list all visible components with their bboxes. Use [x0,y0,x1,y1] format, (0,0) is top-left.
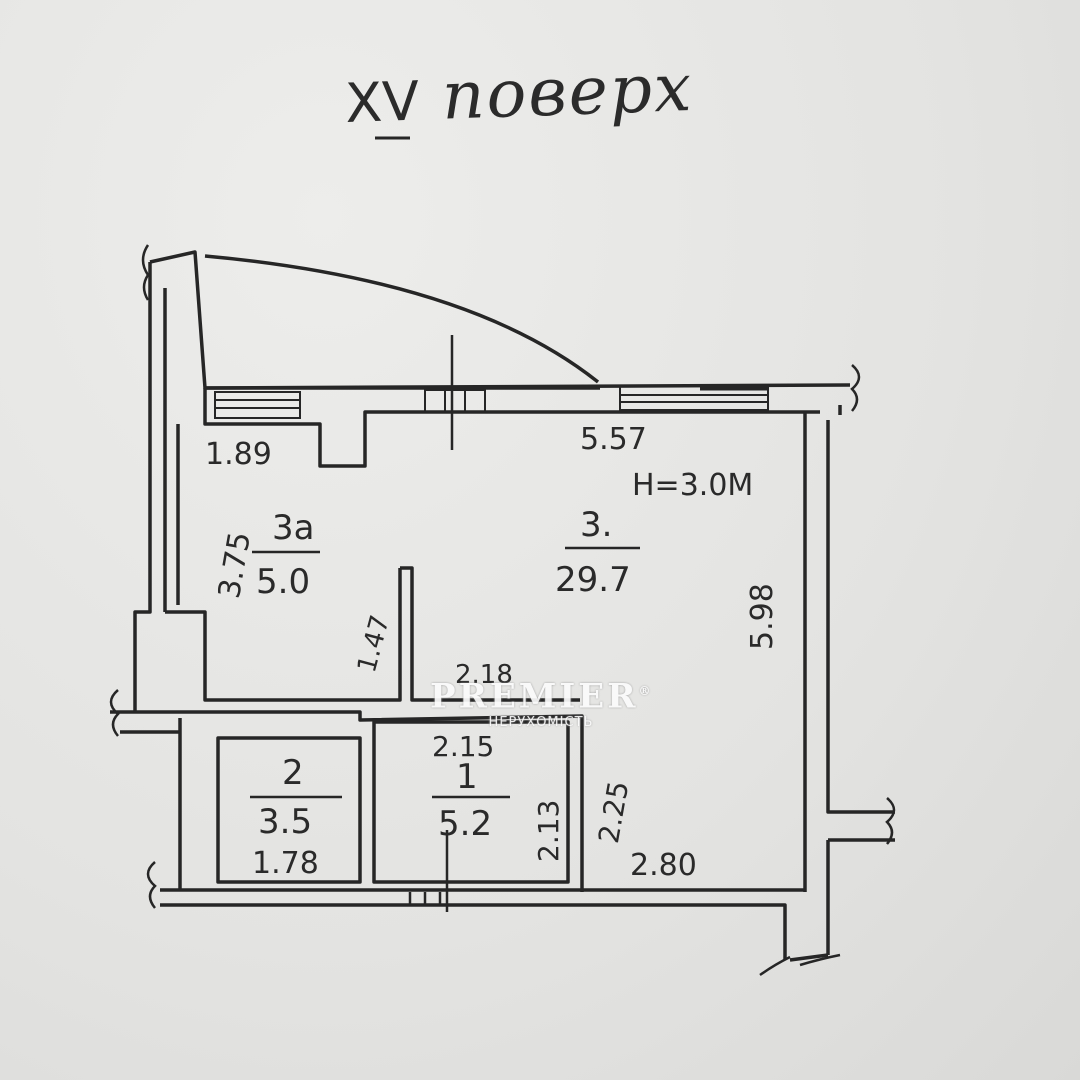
balcony-arc [204,254,600,384]
room-2-area: 3.5 [258,802,313,842]
room-1-area: 5.2 [438,804,493,844]
top-windows [214,385,769,419]
right-wall-outer [826,405,895,842]
dim-1-78: 1.78 [252,846,319,881]
bottom-wall [160,718,829,962]
dim-5-57: 5.57 [580,422,647,457]
left-outer-wall [133,262,152,712]
dim-2-13: 2.13 [532,799,565,862]
room-2-number: 2 [282,753,304,793]
dim-1-89: 1.89 [205,437,272,472]
room-3-area: 29.7 [555,560,631,600]
partition-3a [165,566,580,702]
room-1-number: 1 [456,757,478,797]
room-3-number: 3. [580,505,613,545]
dim-2-15: 2.15 [432,730,495,763]
dim-2-80: 2.80 [630,848,697,883]
dim-2-18: 2.18 [455,660,513,690]
dim-5-98: 5.98 [745,583,780,650]
top-wall-inner [176,388,820,605]
room-2-walls [216,736,362,884]
ceiling-height: H=3.0M [632,468,754,503]
corridor-wall [110,710,584,892]
room-3a-area: 5.0 [256,562,311,602]
watermark-registered: ® [638,684,654,698]
balcony-outline [149,250,600,390]
watermark-subtitle: НЕРУХОМІСТЬ [488,715,594,731]
room-3a-number: 3а [272,508,315,548]
premier-watermark-logo: PREMIER® НЕРУХОМІСТЬ [430,672,652,731]
watermark-brand: PREMIER [430,676,639,717]
room-1-walls [372,720,570,884]
